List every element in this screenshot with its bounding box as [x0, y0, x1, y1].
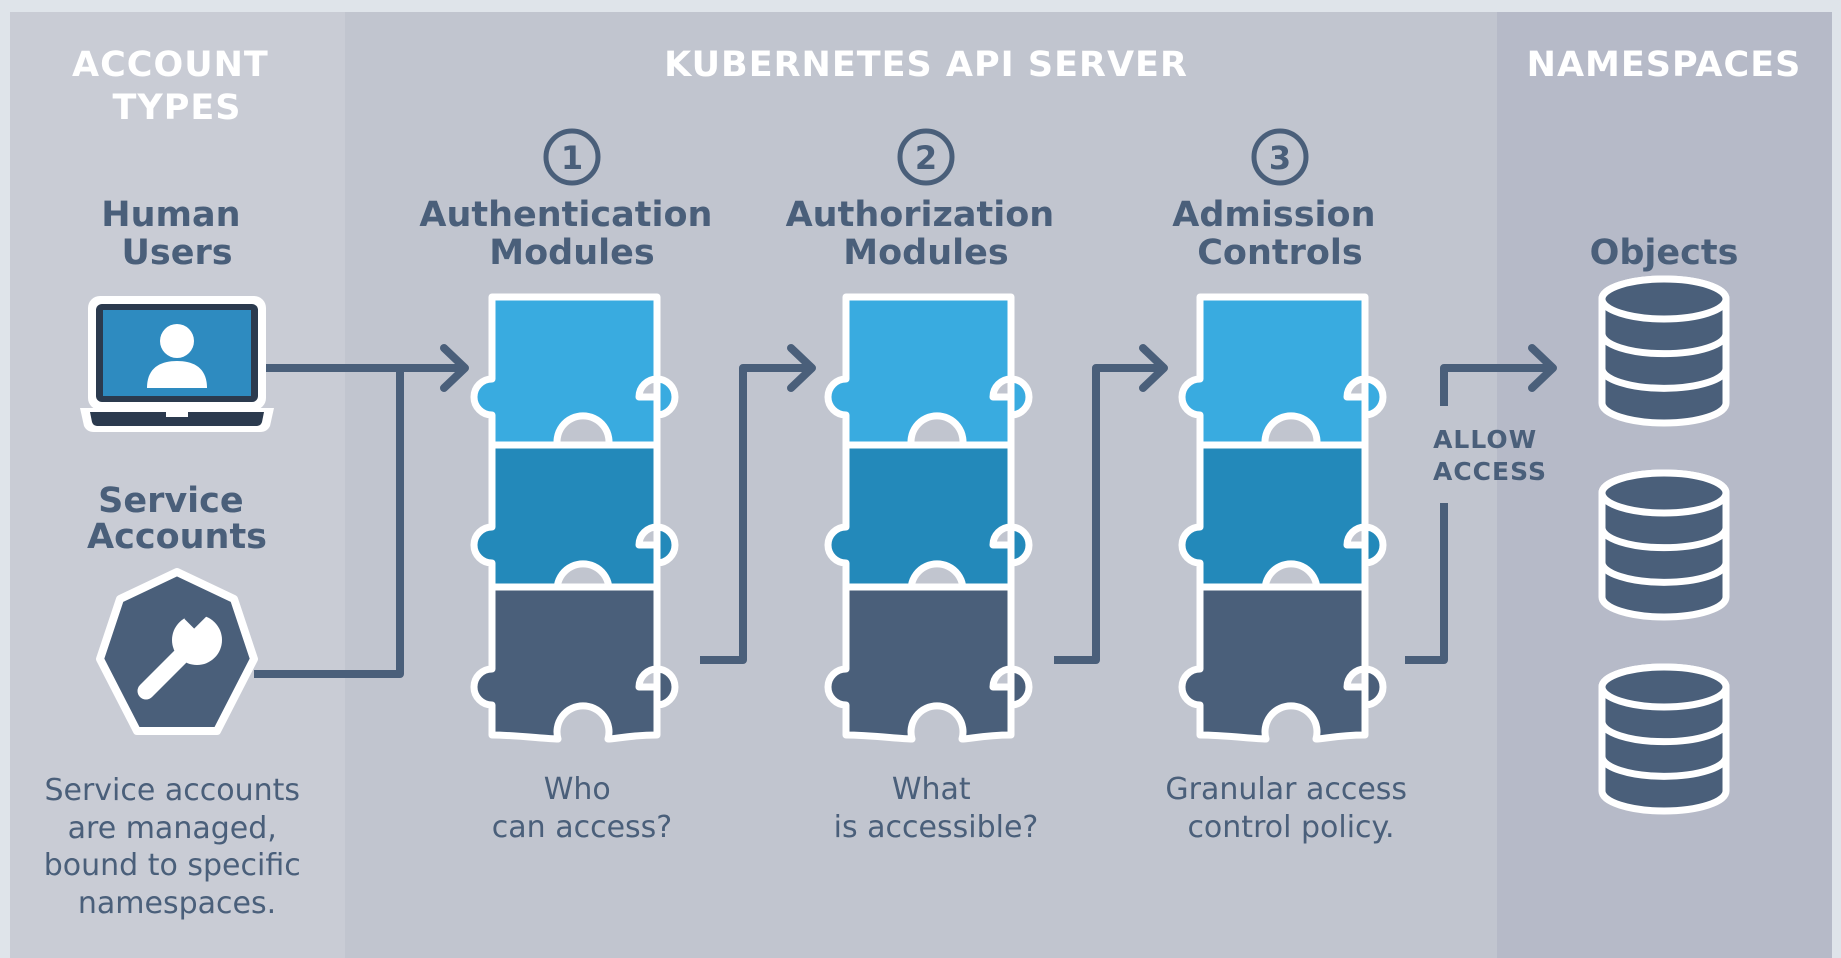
stage-2-to-3-connector	[1054, 364, 1160, 664]
human-users-title: Human Users	[101, 195, 252, 273]
stage-1-puzzle-icon	[474, 297, 675, 739]
stage-1-arrow	[440, 344, 469, 392]
stage-3-title: Admission Controls	[1172, 195, 1387, 273]
database-icon	[1598, 275, 1730, 427]
stage-1-number-badge: 1	[543, 128, 601, 186]
stage-1-to-2-connector	[700, 364, 808, 664]
database-icon	[1598, 663, 1730, 815]
database-icon	[1598, 469, 1730, 621]
svg-text:1: 1	[561, 139, 583, 177]
stage-3-puzzle-icon	[1182, 297, 1383, 739]
laptop-user-icon	[80, 296, 274, 432]
api-server-heading: KUBERNETES API SERVER	[664, 45, 1188, 85]
stage-3-number-badge: 3	[1251, 128, 1309, 186]
stage-2-title: Authorization Modules	[786, 195, 1067, 273]
stage-1-title: Authentication Modules	[419, 195, 724, 273]
service-accounts-description: Service accounts are managed, bound to s…	[44, 773, 311, 921]
allow-access-label: ALLOW ACCESS	[1433, 425, 1547, 486]
stage-3-arrow	[1139, 344, 1168, 392]
stage-2-puzzle-icon	[828, 297, 1029, 739]
stage-1-description: Who can access?	[492, 772, 672, 845]
objects-arrow	[1528, 344, 1557, 392]
stage-2-arrow	[787, 344, 816, 392]
stage-3-description: Granular access control policy.	[1165, 772, 1416, 845]
stage-2-description: What is accessible?	[834, 772, 1039, 845]
allow-access-connector	[1405, 364, 1548, 664]
service-accounts-title: Service Accounts	[87, 481, 267, 557]
namespaces-heading: NAMESPACES	[1527, 45, 1802, 85]
account-types-heading: ACCOUNT TYPES	[72, 45, 282, 128]
wrench-icon	[96, 568, 258, 735]
svg-text:3: 3	[1269, 139, 1291, 177]
stage-2-number-badge: 2	[897, 128, 955, 186]
svg-text:2: 2	[915, 139, 937, 177]
account-types-panel	[10, 12, 345, 958]
objects-title: Objects	[1590, 233, 1739, 273]
accounts-flow-connector	[254, 364, 460, 678]
